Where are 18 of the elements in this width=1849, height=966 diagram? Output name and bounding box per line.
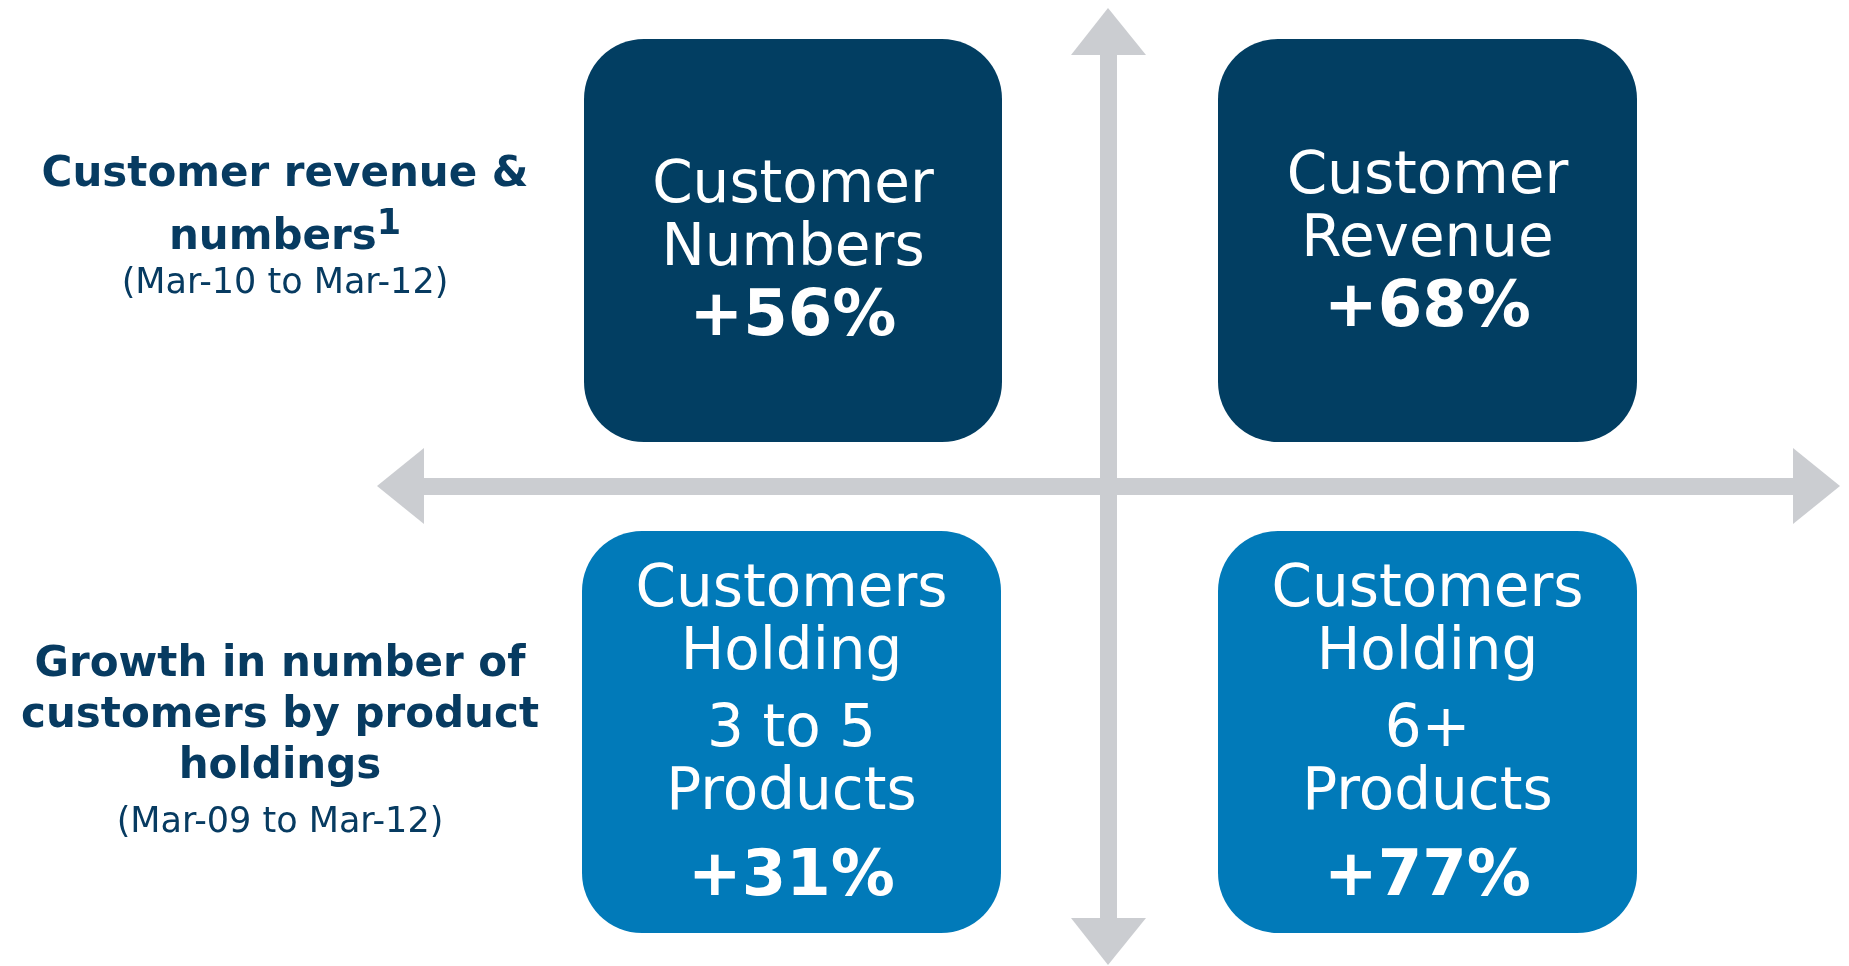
quadrant-title: Customer Revenue: [1285, 141, 1570, 268]
axis-heading: Customer revenue & numbers$^{1}$: [40, 146, 530, 260]
quadrant-title: 3 to 5 Products: [665, 695, 918, 821]
quadrant-box: [1218, 531, 1637, 933]
quadrant-title: Customers Holding: [1270, 555, 1585, 681]
quadrant-box: [582, 531, 1001, 933]
percent-value: +56%: [689, 276, 897, 349]
quadrant-box: [1218, 39, 1637, 442]
quadrant-title: Customers Holding: [634, 555, 949, 681]
percent-value: +68%: [1324, 267, 1531, 340]
quadrant-title: 6+ Products: [1301, 695, 1554, 821]
quadrant-box: [584, 39, 1002, 442]
date-range: (Mar-09 to Mar-12): [115, 799, 445, 842]
percent-value: +31%: [688, 837, 895, 909]
axis-heading: Growth in number of customers by product holdings: [20, 636, 540, 789]
quadrant-title: Customer Numbers: [651, 150, 935, 277]
date-range: (Mar-10 to Mar-12): [120, 260, 450, 303]
percent-value: +77%: [1324, 837, 1531, 909]
